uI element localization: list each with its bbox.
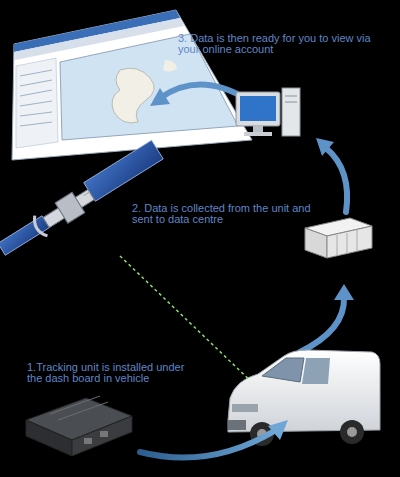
server-icon-part <box>305 228 327 258</box>
tracking-unit-part <box>50 396 100 414</box>
flow-arrow <box>316 138 347 212</box>
browser-screenshot-part <box>20 90 52 96</box>
browser-screenshot-part <box>112 68 154 123</box>
computer-icon-part <box>236 92 280 126</box>
computer-icon <box>236 88 300 136</box>
step-caption: 2. Data is collected from the unit and s… <box>132 203 322 225</box>
tracking-unit <box>26 396 132 456</box>
computer-icon-part <box>253 126 263 132</box>
computer-icon-part <box>285 102 297 103</box>
tracking-unit-part <box>84 438 92 444</box>
browser-screenshot-part <box>20 101 52 106</box>
flow-arrow <box>140 420 288 458</box>
satellite-icon-part <box>30 216 47 239</box>
flow-arrow <box>300 284 354 352</box>
van-icon-part <box>302 358 330 384</box>
step-caption: 3. Data is then ready for you to view vi… <box>178 33 388 55</box>
van-icon-part <box>340 420 364 444</box>
van-icon-part <box>347 427 357 437</box>
van-icon-part <box>228 350 380 432</box>
server-icon-part <box>337 235 338 256</box>
server-icon-part <box>347 233 348 254</box>
van-icon <box>228 350 380 446</box>
van-icon-part <box>262 358 304 382</box>
satellite-icon-part <box>84 192 90 196</box>
tracking-unit-part <box>26 420 72 456</box>
server-icon-part <box>357 230 358 251</box>
flow-arrow-part <box>334 284 354 300</box>
browser-screenshot-part <box>20 122 52 126</box>
satellite-icon-part <box>84 140 164 201</box>
flow-arrow-part <box>300 298 344 352</box>
browser-screenshot-part <box>20 112 52 116</box>
van-icon-part <box>232 404 258 412</box>
browser-screenshot-part <box>16 58 58 148</box>
satellite-icon-part <box>43 189 94 227</box>
tracking-unit-part <box>58 402 108 420</box>
computer-icon-part <box>282 88 300 136</box>
flow-arrow-part <box>160 84 248 100</box>
computer-icon-part <box>285 96 297 97</box>
flow-arrow-part <box>326 148 347 212</box>
flow-arrow-part <box>316 138 334 156</box>
server-icon-part <box>327 226 372 258</box>
computer-icon-part <box>240 96 276 121</box>
step-caption: 1.Tracking unit is installed under the d… <box>27 362 185 384</box>
satellite-icon-part <box>0 216 49 255</box>
server-icon <box>305 218 372 258</box>
computer-icon-part <box>244 132 272 136</box>
flow-arrow-part <box>140 430 276 458</box>
van-icon-part <box>228 420 246 430</box>
flow-arrow <box>150 84 248 106</box>
browser-screenshot-part <box>20 80 52 86</box>
browser-screenshot-part <box>20 70 52 76</box>
browser-screenshot-part <box>163 60 177 72</box>
satellite-icon <box>0 140 165 260</box>
tracking-unit-part <box>100 431 108 437</box>
flow-arrow-part <box>150 88 170 106</box>
flow-arrow-part <box>268 420 288 440</box>
satellite-icon-part <box>55 192 85 223</box>
tracking-unit-part <box>72 416 132 456</box>
